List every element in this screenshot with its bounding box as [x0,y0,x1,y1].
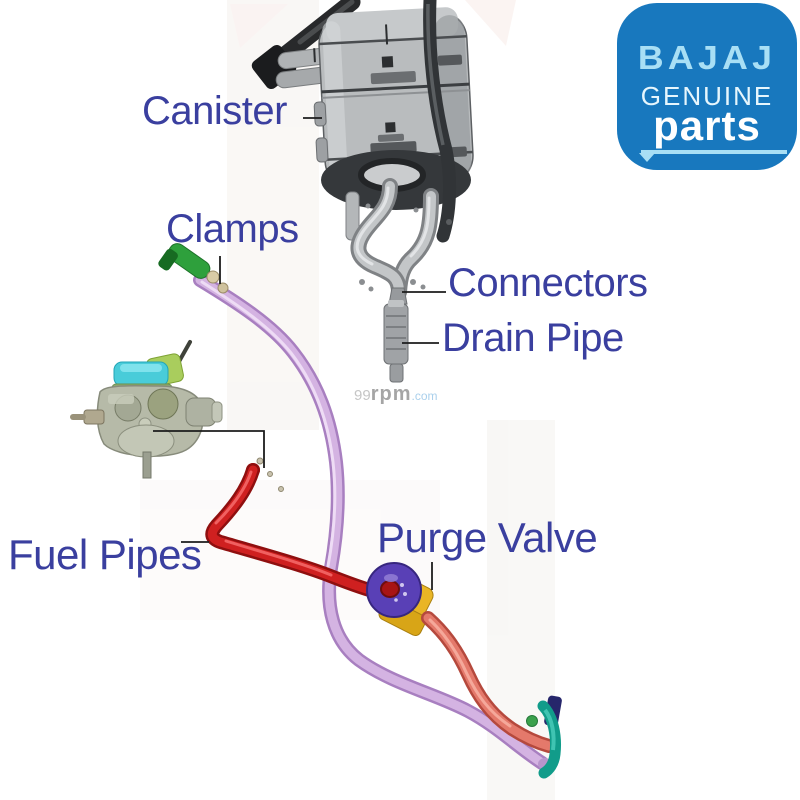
watermark-number: 99 [354,387,371,404]
clamps-drawing [206,270,229,294]
bajaj-genuine-parts-logo: BAJAJ GENUINE parts [617,3,797,170]
logo-underline-arrow-icon [639,153,655,162]
watermark-name: rpm [370,383,412,405]
green-fitting-drawing [158,243,211,279]
logo-brand-text: BAJAJ [637,39,777,76]
logo-underline [639,150,787,162]
drain-pipe-drawing [383,287,409,383]
outlet-pipe-drawing [421,611,556,753]
label-drain-pipe: Drain Pipe [442,316,624,360]
logo-parts-text: parts [653,102,761,149]
purge-valve-drawing [366,562,434,637]
logo-genuine-text: GENUINE [640,81,774,111]
evap-pipe-drawing [193,273,552,770]
label-canister: Canister [142,89,287,133]
label-connectors: Connectors [448,261,648,305]
watermark-tld: .com [411,389,438,403]
connectors-drawing [350,178,439,300]
label-fuel-pipes: Fuel Pipes [8,531,202,578]
end-connector-drawing [526,695,562,779]
leader-lines [153,117,446,590]
label-clamps: Clamps [166,207,299,251]
canister-drawing [251,0,474,243]
label-purge-valve: Purge Valve [377,514,598,561]
carburetor-drawing [70,340,223,479]
watermark: 99rpm.com [354,383,438,406]
fuel-pipe-drawing [205,457,387,600]
